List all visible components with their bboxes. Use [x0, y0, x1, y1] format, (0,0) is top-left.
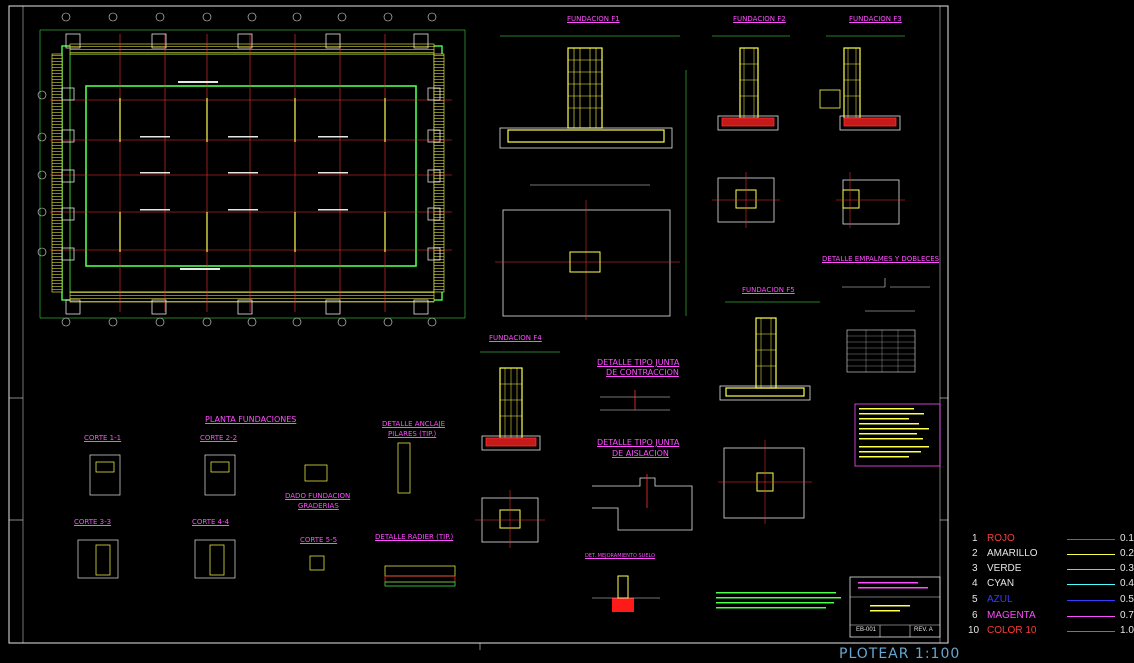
sheet-number: EB-001: [856, 627, 877, 633]
legend-line-weight: 1.0: [1120, 625, 1134, 636]
title-detalle-contraccion-2: DE CONTRACCION: [606, 368, 679, 377]
footing-f5-detail: [718, 301, 820, 524]
footing-f2-detail: [712, 35, 790, 228]
legend-color-name: MAGENTA: [987, 610, 1036, 621]
title-dado-fundacion-1: DADO FUNDACION: [285, 492, 351, 500]
title-block: [849, 576, 941, 638]
legend-color-name: CYAN: [987, 578, 1015, 589]
title-detalle-anclaje-1: DETALLE ANCLAJE: [382, 420, 446, 428]
legend-color-name: ROJO: [987, 533, 1015, 544]
legend-line-weight: 0.7: [1120, 610, 1134, 621]
title-fundacion-f3: FUNDACION F3: [849, 15, 902, 23]
title-corte-2: CORTE 2-2: [200, 434, 238, 442]
legend-color-number: 6: [972, 610, 978, 621]
legend-color-number: 5: [972, 594, 978, 605]
title-corte-4: CORTE 4-4: [192, 518, 230, 526]
title-corte-5: CORTE 5-5: [300, 536, 338, 544]
legend-row: 3 VERDE 0.3: [972, 563, 1134, 577]
legend-line-sample: [1067, 631, 1115, 632]
sections-group: [77, 442, 456, 587]
legend-line-weight: 0.4: [1120, 578, 1134, 589]
title-detalle-anclaje-2: PILARES (TIP.): [388, 430, 437, 438]
legend-color-number: 10: [968, 625, 980, 636]
legend-row: 5 AZUL 0.5: [972, 594, 1134, 608]
title-detalle-contraccion-1: DETALLE TIPO JUNTA: [597, 358, 680, 367]
revision: REV. A: [914, 627, 933, 633]
legend-line-sample: [1067, 554, 1115, 555]
title-detalle-empalmes: DETALLE EMPALMES Y DOBLECES: [822, 255, 940, 263]
title-fundacion-f2: FUNDACION F2: [733, 15, 786, 23]
legend-row: 1 ROJO 0.1: [972, 533, 1134, 547]
legend-color-number: 2: [972, 548, 978, 559]
title-planta-fundaciones: PLANTA FUNDACIONES: [205, 415, 297, 424]
legend-line-weight: 0.2: [1120, 548, 1134, 559]
title-fundacion-f1: FUNDACION F1: [567, 15, 620, 23]
legend-color-name: AZUL: [987, 594, 1013, 605]
legend-color-number: 3: [972, 563, 978, 574]
legend-row: 2 AMARILLO 0.2: [972, 548, 1134, 562]
joint-details: [592, 390, 693, 531]
title-fundacion-f5: FUNDACION F5: [742, 286, 795, 294]
title-mejoramiento-suelo: DET. MEJORAMIENTO SUELO: [585, 553, 656, 559]
footing-f1-detail: [495, 35, 687, 320]
legend-color-name: COLOR 10: [987, 625, 1037, 636]
legend-line-sample: [1067, 616, 1115, 617]
legend-line-sample: [1067, 569, 1115, 570]
legend-line-sample: [1067, 584, 1115, 585]
legend-color-number: 1: [972, 533, 978, 544]
legend-color-name: VERDE: [987, 563, 1022, 574]
legend-color-number: 4: [972, 578, 978, 589]
legend-row: 10 COLOR 10 1.0: [968, 625, 1134, 639]
legend-line-weight: 0.5: [1120, 594, 1134, 605]
legend-row: 4 CYAN 0.4: [972, 578, 1134, 592]
title-detalle-aislacion-2: DE AISLACION: [612, 449, 669, 458]
legend-line-weight: 0.3: [1120, 563, 1134, 574]
legend-line-weight: 0.1: [1120, 533, 1134, 544]
general-notes: [716, 403, 941, 609]
title-corte-1: CORTE 1-1: [84, 434, 122, 442]
title-detalle-radier: DETALLE RADIER (TIP.): [375, 533, 454, 541]
footing-f4-detail: [475, 351, 560, 548]
legend-row: 6 MAGENTA 0.7: [972, 610, 1134, 624]
title-fundacion-f4: FUNDACION F4: [489, 334, 542, 342]
soil-improvement-detail: [592, 575, 660, 612]
title-dado-fundacion-2: GRADERIAS: [298, 502, 339, 510]
title-detalle-aislacion-1: DETALLE TIPO JUNTA: [597, 438, 680, 447]
legend-color-name: AMARILLO: [987, 548, 1038, 559]
splice-detail: [842, 278, 930, 373]
sheet-frame: [8, 5, 949, 650]
foundation-plan: [37, 12, 466, 327]
legend-line-sample: [1067, 539, 1115, 540]
title-corte-3: CORTE 3-3: [74, 518, 112, 526]
plot-scale-label: PLOTEAR 1:100: [839, 646, 961, 662]
footing-f3-detail: [819, 35, 905, 228]
legend-line-sample: [1067, 600, 1115, 601]
